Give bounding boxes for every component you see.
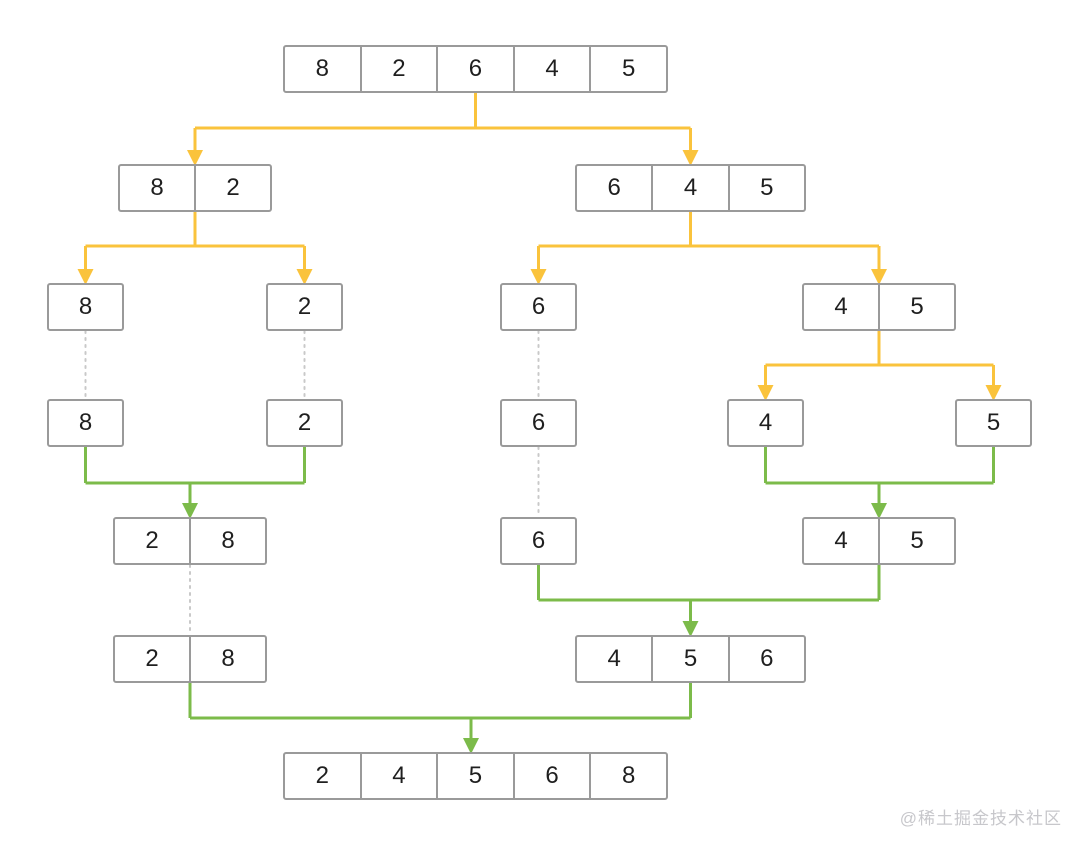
array-cell: 5 xyxy=(986,409,1001,436)
arrowhead-icon xyxy=(682,150,699,166)
arrowhead-icon xyxy=(871,269,887,285)
arrowhead-icon xyxy=(985,385,1002,401)
split-connector-0 xyxy=(187,93,699,166)
array-node-l2-2: 2 xyxy=(266,283,343,331)
arrowhead-icon xyxy=(187,150,203,166)
arrowhead-icon xyxy=(682,621,699,637)
array-cell: 6 xyxy=(515,754,592,798)
array-cell: 5 xyxy=(910,293,924,320)
split-connector-2 xyxy=(530,212,887,285)
array-cell: 8 xyxy=(621,762,636,789)
array-cell: 2 xyxy=(115,637,191,681)
array-cell: 2 xyxy=(115,519,191,563)
array-cell: 6 xyxy=(760,645,774,672)
array-node-l3-8: 8 xyxy=(47,399,124,447)
arrowhead-icon xyxy=(296,269,313,285)
array-cell: 5 xyxy=(621,55,636,82)
array-cell: 6 xyxy=(531,527,546,554)
array-node-l3-5: 5 xyxy=(955,399,1032,447)
array-cell: 6 xyxy=(438,47,515,91)
array-cell: 5 xyxy=(910,527,924,554)
array-cell: 8 xyxy=(120,166,196,210)
arrowhead-icon xyxy=(757,385,774,401)
array-node-l4-6: 6 xyxy=(500,517,577,565)
merge-connector-2 xyxy=(537,565,881,637)
array-cell: 5 xyxy=(760,174,774,201)
array-cell: 4 xyxy=(362,754,439,798)
array-cell: 8 xyxy=(285,47,362,91)
array-cell: 4 xyxy=(515,47,592,91)
split-connector-1 xyxy=(77,212,313,285)
array-cell: 8 xyxy=(221,645,235,672)
merge-connector-0 xyxy=(84,447,306,519)
array-node-l3-2: 2 xyxy=(266,399,343,447)
array-cell: 6 xyxy=(531,409,546,436)
array-cell: 6 xyxy=(577,166,654,210)
arrowhead-icon xyxy=(463,738,479,754)
array-cell: 2 xyxy=(285,754,362,798)
array-cell: 2 xyxy=(226,174,240,201)
array-cell: 4 xyxy=(804,519,880,563)
array-cell: 4 xyxy=(577,637,654,681)
array-cell: 4 xyxy=(804,285,880,329)
merge-connector-1 xyxy=(764,447,995,519)
split-connector-3 xyxy=(757,331,1002,401)
arrowhead-icon xyxy=(182,503,198,519)
array-node-l3-6: 6 xyxy=(500,399,577,447)
arrowhead-icon xyxy=(871,503,887,519)
array-cell: 5 xyxy=(653,637,730,681)
array-cell: 8 xyxy=(78,409,93,436)
arrowhead-icon xyxy=(530,269,547,285)
array-cell: 6 xyxy=(531,293,546,320)
array-cell: 2 xyxy=(362,47,439,91)
array-node-l2-6: 6 xyxy=(500,283,577,331)
array-cell: 8 xyxy=(78,293,93,320)
watermark: @稀土掘金技术社区 xyxy=(899,809,1062,828)
array-cell: 8 xyxy=(221,527,235,554)
arrowhead-icon xyxy=(77,269,94,285)
array-cell: 4 xyxy=(758,409,773,436)
array-cell: 2 xyxy=(297,409,312,436)
array-cell: 2 xyxy=(297,293,312,320)
array-node-l2-8: 8 xyxy=(47,283,124,331)
array-cell: 5 xyxy=(438,754,515,798)
array-cell: 4 xyxy=(653,166,730,210)
array-node-l3-4: 4 xyxy=(727,399,804,447)
merge-connector-3 xyxy=(188,683,692,754)
